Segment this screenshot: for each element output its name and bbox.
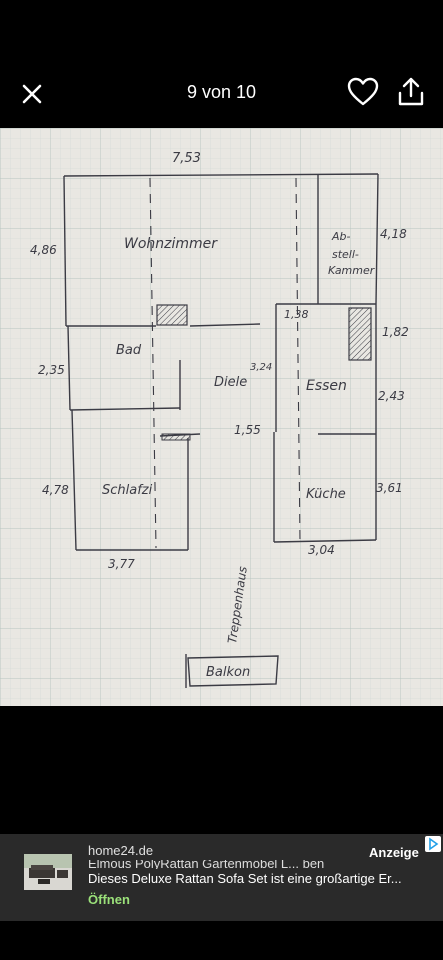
- wall-bath-bottom: [69, 407, 181, 411]
- wall-kitchen-bottom: [273, 539, 377, 543]
- dim-361: 3,61: [376, 481, 403, 495]
- room-schlafzimmer: Schlafzi: [102, 483, 153, 498]
- chimney-2: [348, 307, 372, 361]
- dim-left-top: 4,86: [30, 243, 57, 257]
- ad-description: Dieses Deluxe Rattan Sofa Set ist eine g…: [88, 871, 402, 886]
- floorplan-photo[interactable]: 7,53 Wohnzimmer Ab- stell- Kammer Bad Di…: [0, 128, 443, 706]
- dim-right-top: 4,18: [380, 227, 407, 241]
- wall-right-upper: [375, 173, 379, 305]
- room-wohnzimmer: Wohnzimmer: [124, 236, 218, 252]
- room-essen: Essen: [306, 378, 347, 394]
- ad-banner[interactable]: home24.de Anzeige Elmous PolyRattan Gart…: [0, 834, 443, 921]
- room-bad: Bad: [116, 343, 142, 358]
- balcony-box: [187, 655, 279, 687]
- floorplan-drawing: 7,53 Wohnzimmer Ab- stell- Kammer Bad Di…: [0, 128, 443, 706]
- wall-living-bottom-2: [189, 323, 261, 327]
- room-kueche: Küche: [306, 487, 346, 502]
- room-balkon: Balkon: [206, 665, 250, 680]
- dim-324: 3,24: [250, 362, 272, 373]
- wall-bed-left: [71, 409, 77, 551]
- ad-headline-cut: Elmous PolyRattan Gartenmöbel L... ben: [88, 860, 325, 869]
- ad-open-button[interactable]: Öffnen: [88, 892, 130, 907]
- dim-138: 1,38: [284, 308, 309, 321]
- wall-bath-left: [67, 325, 71, 411]
- wall-left-upper: [63, 175, 67, 327]
- chimney-1: [156, 304, 188, 326]
- dim-top: 7,53: [172, 151, 201, 166]
- share-button[interactable]: [396, 76, 426, 108]
- room-abstell-2: stell-: [332, 248, 359, 261]
- close-button[interactable]: [18, 80, 46, 108]
- ad-domain: home24.de: [88, 843, 154, 858]
- room-abstell-3: Kammer: [328, 264, 376, 277]
- ad-thumbnail[interactable]: [24, 854, 72, 890]
- ad-label: Anzeige: [369, 845, 419, 860]
- wall-top: [63, 173, 379, 177]
- dim-155: 1,55: [234, 423, 261, 437]
- ad-choices-icon: [425, 836, 441, 852]
- dim-182: 1,82: [382, 325, 409, 339]
- ad-choices-button[interactable]: [425, 836, 441, 852]
- sofa-image: [24, 854, 72, 890]
- dim-304: 3,04: [308, 543, 335, 557]
- page-counter: 9 von 10: [186, 82, 257, 102]
- dim-243: 2,43: [378, 389, 405, 403]
- dim-478: 4,78: [42, 483, 69, 497]
- share-icon: [398, 77, 424, 106]
- viewer-toolbar: 9 von 10: [0, 60, 443, 124]
- heart-icon: [347, 77, 379, 106]
- close-icon: [22, 84, 42, 104]
- room-abstell-1: Ab-: [331, 230, 351, 243]
- dim-377: 3,77: [108, 557, 135, 571]
- room-diele: Diele: [214, 375, 247, 390]
- dim-235: 2,35: [38, 363, 65, 377]
- chimney-3: [161, 433, 191, 441]
- favorite-button[interactable]: [347, 77, 379, 107]
